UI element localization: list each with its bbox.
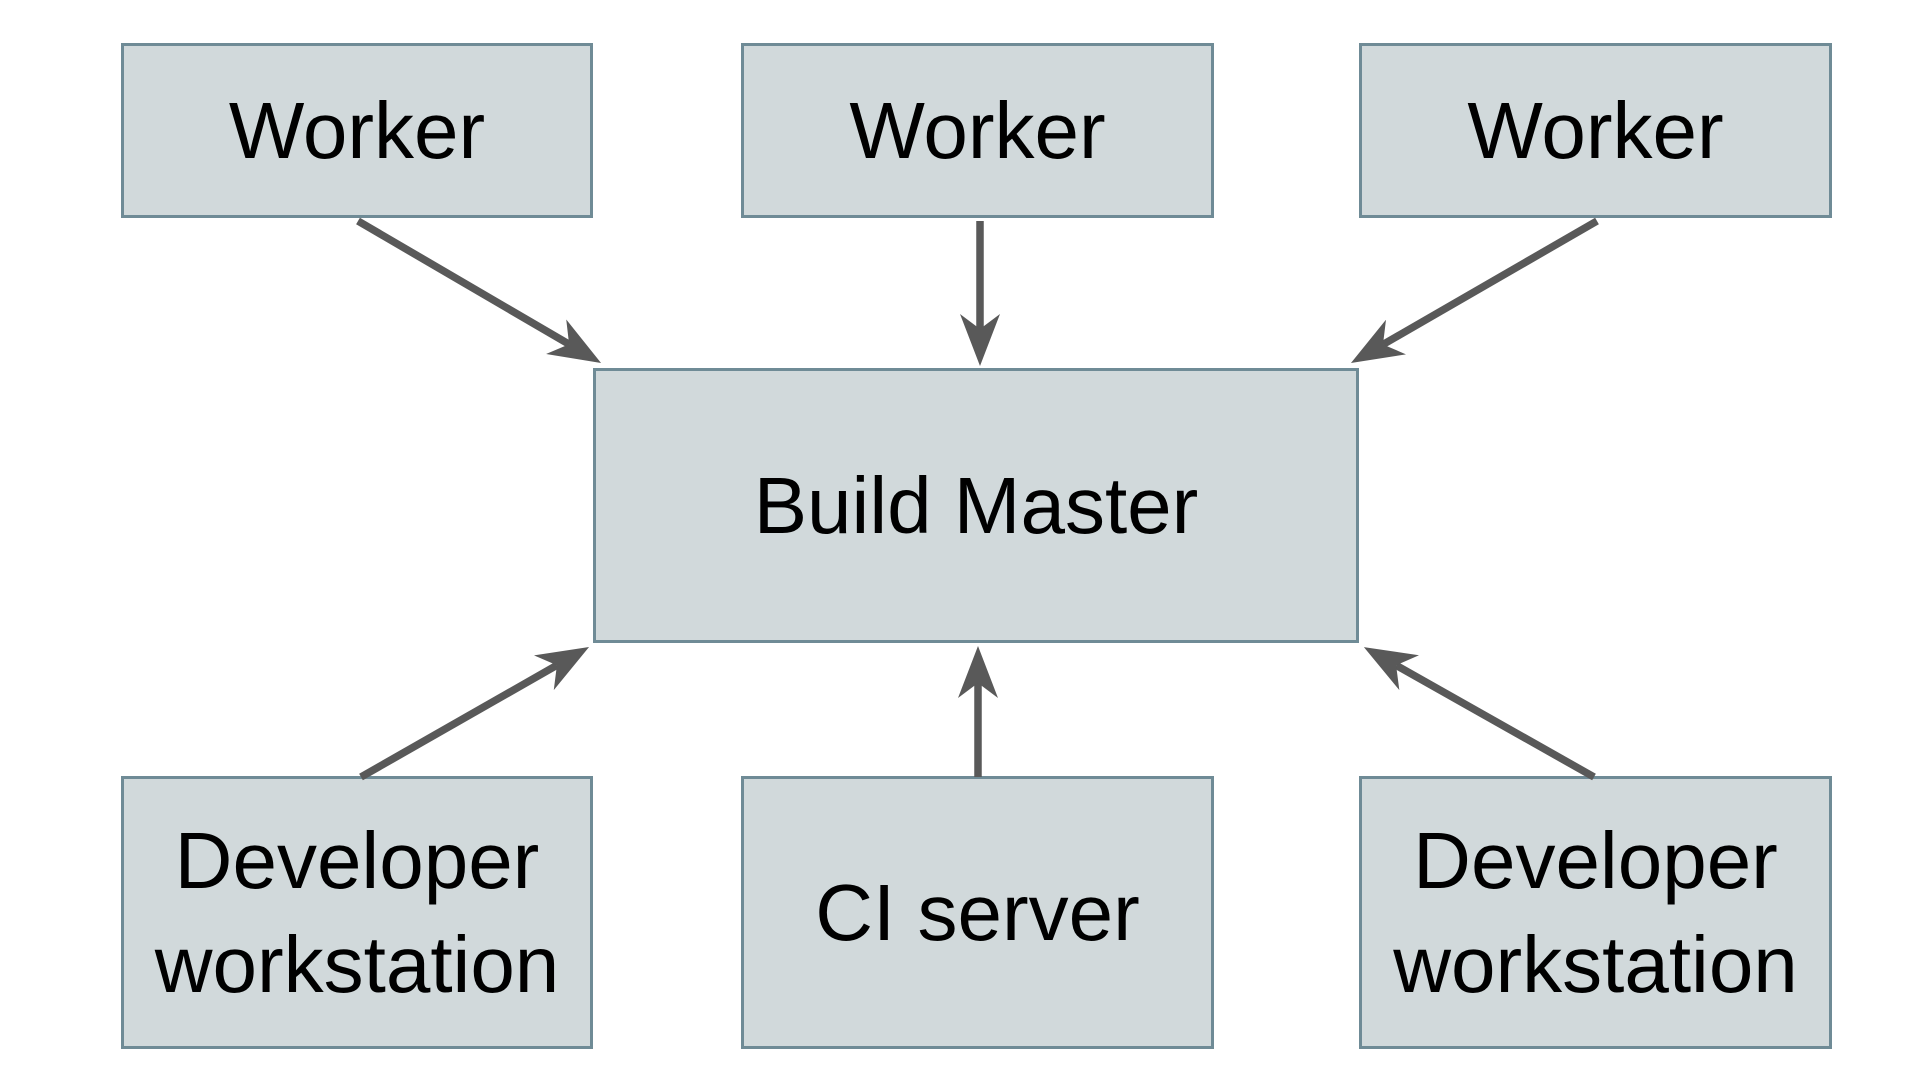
node-label: Build Master bbox=[753, 460, 1199, 550]
node-label: Worker bbox=[228, 85, 486, 175]
arrow-dev-left-to-build-master bbox=[359, 646, 590, 781]
arrow-worker1-to-build-master bbox=[356, 217, 602, 363]
node-label: Worker bbox=[849, 85, 1106, 175]
arrow-worker3-to-build-master bbox=[1350, 217, 1599, 363]
node-label: Developer workstation bbox=[1393, 815, 1798, 1009]
node-developer-workstation-right: Developer workstation bbox=[1359, 776, 1832, 1049]
node-worker-top-center: Worker bbox=[741, 43, 1214, 218]
node-developer-workstation-left: Developer workstation bbox=[121, 776, 593, 1049]
node-label: Worker bbox=[1467, 85, 1724, 175]
node-label: Developer workstation bbox=[154, 815, 560, 1009]
node-build-master: Build Master bbox=[593, 368, 1359, 643]
node-ci-server: CI server bbox=[741, 776, 1214, 1049]
node-worker-top-right: Worker bbox=[1359, 43, 1832, 218]
node-label: CI server bbox=[815, 867, 1140, 957]
arrow-dev-right-to-build-master bbox=[1363, 647, 1596, 781]
node-worker-top-left: Worker bbox=[121, 43, 593, 218]
